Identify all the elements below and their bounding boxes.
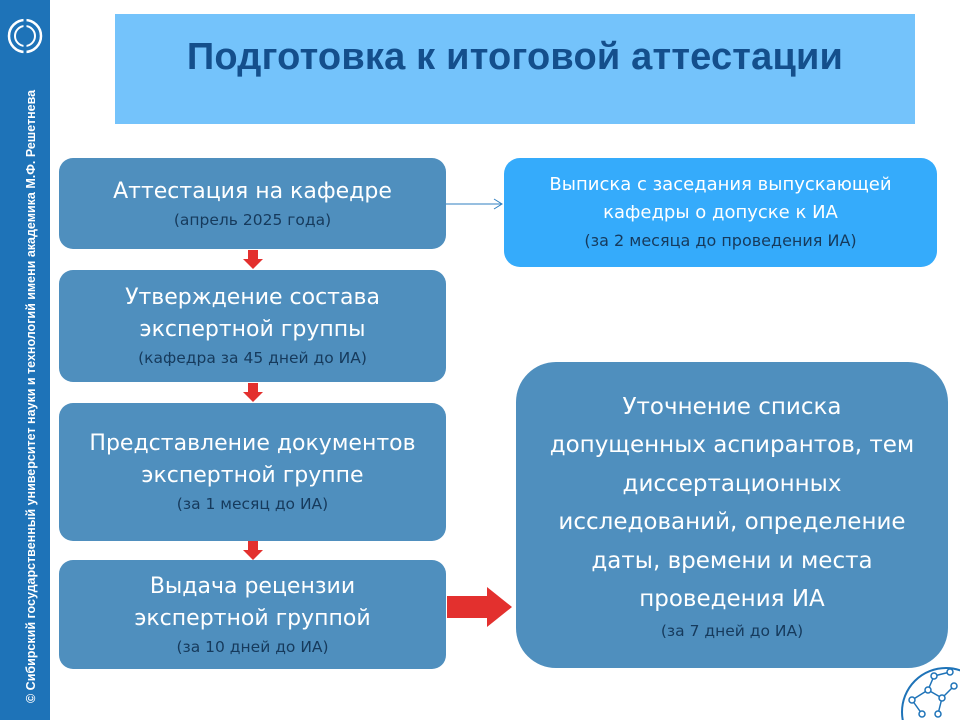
arrow-down-icon bbox=[243, 383, 263, 402]
page-title: Подготовка к итоговой аттестации bbox=[186, 36, 844, 78]
network-globe-icon bbox=[901, 667, 960, 720]
step-review: Выдача рецензии экспертной группой (за 1… bbox=[59, 560, 446, 669]
step-expert-group: Утверждение состава экспертной группы (к… bbox=[59, 270, 446, 382]
step-documents: Представление документов экспертной груп… bbox=[59, 403, 446, 541]
step-title: Аттестация на кафедре bbox=[113, 178, 392, 204]
university-logo-icon bbox=[7, 8, 43, 64]
clarify-note: (за 7 дней до ИА) bbox=[660, 621, 804, 640]
step-note: (за 10 дней до ИА) bbox=[176, 637, 329, 656]
step-title: Представление документов экспертной груп… bbox=[89, 431, 416, 488]
extract-box: Выписка с заседания выпускающей кафедры … bbox=[504, 158, 937, 267]
clarify-title: Уточнение списка допущенных аспирантов, … bbox=[549, 393, 915, 613]
clarify-box: Уточнение списка допущенных аспирантов, … bbox=[516, 362, 948, 668]
arrow-down-icon bbox=[243, 541, 263, 560]
arrow-right-icon bbox=[447, 587, 512, 627]
step-note: (за 1 месяц до ИА) bbox=[176, 495, 329, 513]
step-attestation: Аттестация на кафедре (апрель 2025 года) bbox=[59, 158, 446, 249]
step-note: (кафедра за 45 дней до ИА) bbox=[138, 349, 367, 367]
university-caption: © Сибирский государственный университет … bbox=[24, 89, 38, 703]
arrow-down-icon bbox=[243, 250, 263, 269]
sidebar: © Сибирский государственный университет … bbox=[0, 0, 50, 720]
extract-note: (за 2 месяца до проведения ИА) bbox=[584, 230, 857, 250]
title-banner: Подготовка к итоговой аттестации bbox=[115, 14, 915, 124]
step-note: (апрель 2025 года) bbox=[173, 210, 332, 229]
connector-arrow-icon bbox=[446, 198, 503, 210]
step-title: Выдача рецензии экспертной группой bbox=[134, 573, 371, 631]
extract-title: Выписка с заседания выпускающей кафедры … bbox=[549, 173, 892, 223]
step-title: Утверждение состава экспертной группы bbox=[125, 285, 380, 342]
